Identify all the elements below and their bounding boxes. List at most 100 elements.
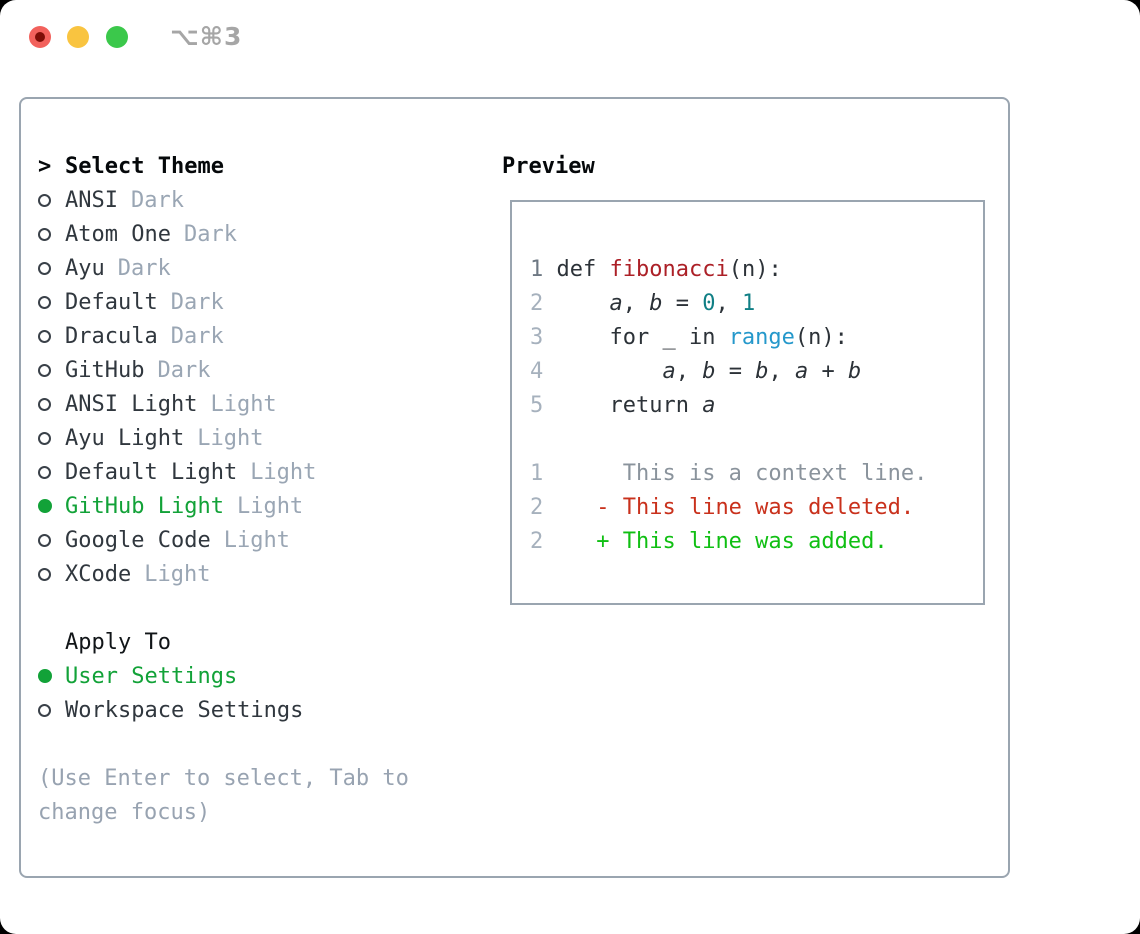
code-token: (n): [794,324,848,350]
theme-name: ANSI [65,187,118,213]
theme-name: GitHub [65,357,145,383]
window-title: ⌥⌘3 [170,22,243,51]
radio-icon [38,703,51,717]
code-token: a [794,358,809,384]
theme-variant: Dark [157,357,211,383]
diff-line-number: 2 [530,528,597,554]
theme-name: Dracula [65,323,158,349]
radio-icon [38,533,51,547]
diff-line-deleted: 2 - This line was deleted. [530,490,983,524]
line-number: 4 [530,358,557,384]
theme-name: Default [65,289,158,315]
code-token: fibonacci [609,256,729,282]
diff-line-added: 2 + This line was added. [530,524,983,558]
theme-name: ANSI Light [65,391,198,417]
theme-option-ansi[interactable]: ANSI Dark [38,183,409,217]
code-token: 1 [741,290,756,316]
theme-variant: Light [210,391,277,417]
theme-name: Ayu Light [65,425,185,451]
radio-selected-icon [38,499,52,513]
code-token: , [768,358,795,384]
theme-option-atom-one[interactable]: Atom One Dark [38,217,409,251]
theme-option-google-code[interactable]: Google Code Light [38,523,409,557]
theme-variant: Dark [130,187,184,213]
preview-pane-header: Preview [502,149,595,183]
radio-icon [38,465,51,479]
code-token: a [702,392,716,418]
code-token: a [609,290,623,316]
radio-icon [38,261,51,275]
code-token: a [662,358,676,384]
code-token: + [808,358,848,384]
theme-option-xcode[interactable]: XCode Light [38,557,409,591]
theme-option-default[interactable]: Default Dark [38,285,409,319]
theme-name: XCode [65,561,132,587]
apply-option-label: Workspace Settings [65,697,304,723]
diff-line-context: 1 This is a context line. [530,456,983,490]
diff-line-number: 1 [530,460,597,486]
theme-variant: Light [250,459,317,485]
radio-icon [38,567,51,581]
theme-name: Atom One [65,221,171,247]
theme-variant: Light [223,527,290,553]
theme-variant: Dark [117,255,171,281]
select-theme-title: Select Theme [65,153,224,179]
theme-variant: Light [236,493,304,519]
radio-icon [38,193,51,207]
diff-text: This is a context line. [596,460,928,486]
code-line: 5 return a [530,388,983,422]
apply-option-label: User Settings [65,663,238,689]
theme-option-dracula[interactable]: Dracula Dark [38,319,409,353]
code-line: 4 a, b = b, a + b [530,354,983,388]
code-token: return [556,392,703,418]
apply-option-user-settings[interactable]: User Settings [38,659,409,693]
diff-text: - This line was deleted. [596,494,915,520]
theme-name: Google Code [65,527,211,553]
code-token: , [622,290,650,316]
code-token [557,291,610,316]
diff-line-number: 2 [530,494,597,520]
code-token: b [649,290,663,316]
minimize-button[interactable] [67,26,89,48]
titlebar: ⌥⌘3 [0,0,1140,74]
help-line-2: change focus) [38,799,211,825]
code-token [557,359,663,384]
line-number: 3 [530,324,557,350]
theme-option-ansi-light[interactable]: ANSI Light Light [38,387,409,421]
close-button[interactable] [29,26,51,48]
theme-variant: Light [144,561,211,587]
radio-icon [38,227,51,241]
code-token: 0 [702,290,716,316]
code-token: b [755,358,769,384]
theme-variant: Dark [170,323,224,349]
radio-icon [38,329,51,343]
code-token: for _ in [556,324,729,350]
theme-name: Default Light [65,459,238,485]
maximize-button[interactable] [106,26,128,48]
code-token: range [728,324,795,350]
code-token: = [662,290,703,316]
code-token: b [702,358,716,384]
radio-icon [38,363,51,377]
code-line: 3 for _ in range(n): [530,320,983,354]
diff-text: + This line was added. [596,528,888,554]
apply-to-title: Apply To [65,629,171,655]
radio-icon [38,397,51,411]
apply-to-header: Apply To [38,625,409,659]
theme-variant: Dark [170,289,224,315]
preview-title: Preview [502,153,595,179]
theme-variant: Dark [183,221,237,247]
line-number: 2 [530,290,557,316]
apply-option-workspace-settings[interactable]: Workspace Settings [38,693,409,727]
theme-option-github[interactable]: GitHub Dark [38,353,409,387]
theme-option-default-light[interactable]: Default Light Light [38,455,409,489]
code-token: (n): [728,256,782,282]
